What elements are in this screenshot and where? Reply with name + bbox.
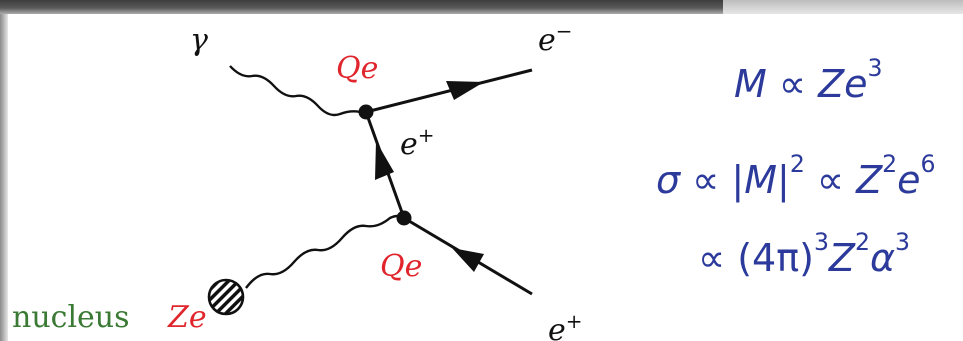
alpha-formula: ∝ (4π)3Z2α3 xyxy=(698,227,910,280)
diagram-panel: γ e− Qe e+ Qe e+ nucleus Ze M ∝ Ze3 σ ∝ … xyxy=(8,14,963,341)
electron-label: e− xyxy=(538,19,573,58)
vertex-bottom xyxy=(396,210,412,226)
vertex-bottom-coupling: Qe xyxy=(380,249,422,284)
photon-label: γ xyxy=(190,23,208,58)
vertex-top xyxy=(358,104,374,120)
matrix-element-formula: M ∝ Ze3 xyxy=(734,53,883,106)
outgoing-positron-label: e+ xyxy=(548,309,583,341)
nucleus-label: nucleus xyxy=(12,300,130,335)
nucleus-blob-icon xyxy=(207,278,245,316)
internal-positron-label: e+ xyxy=(400,123,435,162)
electron-arrow xyxy=(446,81,484,100)
propagator-arrow xyxy=(375,141,394,180)
feynman-diagram: γ e− Qe e+ Qe e+ xyxy=(190,19,583,341)
photon-line xyxy=(229,65,361,117)
nucleus-charge-label: Ze xyxy=(168,300,207,335)
vertex-top-coupling: Qe xyxy=(336,51,378,86)
virtual-photon-line xyxy=(245,214,405,289)
positron-arrow xyxy=(452,248,484,272)
cross-section-formula: σ ∝ |M|2 ∝ Z2e6 xyxy=(656,149,936,202)
window-left-shadow xyxy=(0,14,10,341)
electron-line xyxy=(365,68,533,114)
